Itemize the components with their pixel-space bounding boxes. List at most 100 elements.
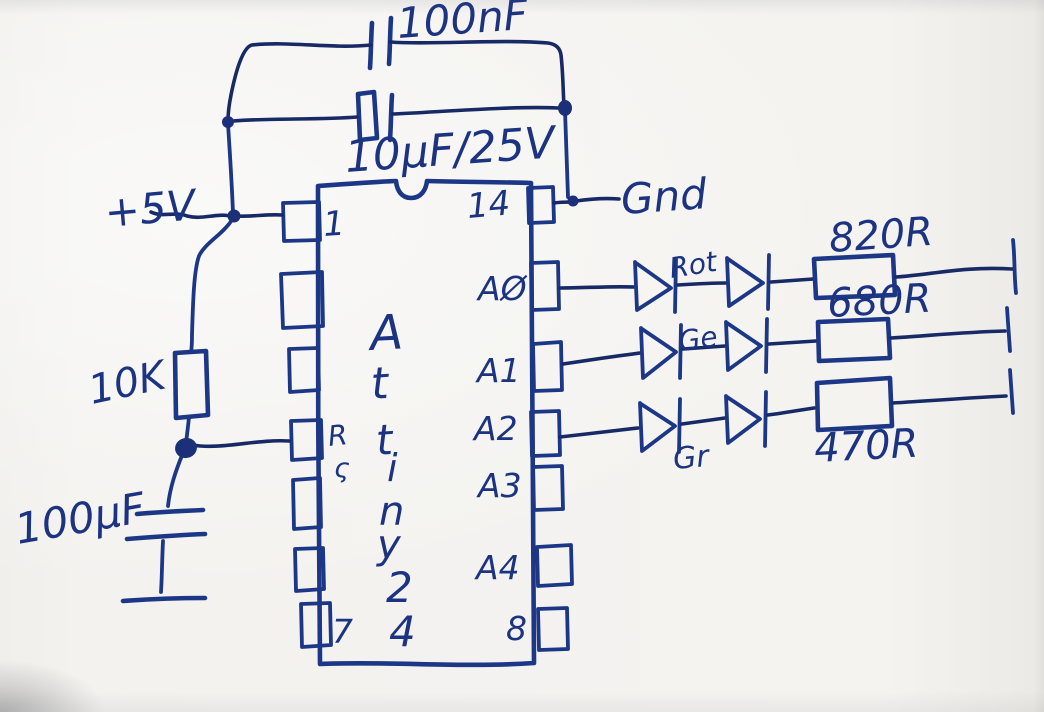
ic-name: A t t i n y 2 4 — [366, 304, 416, 656]
ic-pin-a1-label: A1 — [475, 351, 521, 390]
led-row2-label: Ge — [676, 320, 719, 358]
wire-100nf-left — [226, 42, 373, 123]
ic-pin-a1-box — [531, 340, 564, 393]
cap-10uf: 10µF/25V — [343, 89, 559, 183]
diode-symbol-row1-b-bar — [766, 253, 771, 311]
cap-100uf-top-plate — [134, 507, 206, 517]
junction-dot-vcc — [227, 209, 241, 223]
wire-row1-out — [894, 266, 1014, 279]
terminal-row2 — [1005, 306, 1012, 353]
junction-dot-gnd — [567, 195, 579, 207]
cap-10uf-neg-plate — [387, 92, 395, 143]
ic-name-char-i: i — [387, 446, 398, 490]
resistor-820r-body — [811, 252, 898, 301]
wire-node-to-reset-pin — [190, 438, 291, 449]
diode-symbol-row2-a-triangle — [639, 326, 678, 380]
ic-pin-4-reset-box — [289, 418, 324, 462]
ic-pin-a3-label: A3 — [476, 466, 522, 505]
wire-left-rail — [226, 122, 235, 216]
ic-pin-3-box — [287, 346, 321, 394]
resistor-820r-label: 820R — [827, 209, 934, 262]
led-row-3: Gr 470R — [558, 368, 1015, 477]
wire-vcc-stub — [149, 210, 232, 220]
ic-pin-7-label: 7 — [332, 612, 353, 651]
diode-symbol-row2-b-bar — [764, 317, 769, 374]
cap-100uf: 100µF — [11, 483, 208, 604]
wire-10uf-right — [391, 105, 560, 116]
wire-row1-mid — [676, 281, 728, 287]
diode-symbol-row2-a-bar — [678, 323, 683, 380]
vcc-label: +5V — [103, 180, 201, 237]
junction-dot-reset — [175, 437, 197, 459]
ic-pin-7-box — [299, 601, 333, 649]
ic-pin-reset-label-r: R — [326, 418, 349, 453]
junction-dot-left-caps — [222, 116, 234, 128]
ic-name-char-t2: t — [374, 415, 395, 465]
wire-row3-out — [891, 394, 1008, 405]
resistor-10k-label: 10K — [85, 352, 173, 414]
ic-name-char-4: 4 — [389, 607, 416, 656]
cap-10uf-pos-plate — [355, 89, 380, 143]
diode-symbol-row1-b-triangle — [725, 256, 765, 308]
ic-body — [315, 178, 537, 668]
ic-pin-a2-box — [529, 409, 562, 458]
resistor-470r-body — [814, 375, 895, 433]
terminal-row3 — [1008, 368, 1015, 415]
cap-100uf-stem — [159, 539, 165, 594]
resistor-680r-label: 680R — [826, 276, 932, 327]
wire-node-to-100uf — [166, 451, 185, 508]
ic-pin-a2-label: A2 — [472, 409, 518, 448]
cap-100nf: 100nF — [367, 0, 530, 71]
diode-symbol-row3-b-bar — [763, 390, 768, 448]
led-row-1: Rot 820R — [558, 209, 1018, 314]
wire-row3-to-resistor — [766, 406, 816, 417]
ic-pin-14-label: 14 — [465, 183, 512, 227]
junction-dot-right-caps — [558, 100, 572, 116]
ic: 1 14 AØ A1 A2 A3 A 4 8 7 R ς A t t i n y … — [279, 178, 574, 668]
wire-row2-to-resistor — [767, 339, 818, 346]
resistor-10k: 10K — [85, 348, 211, 421]
diode-symbol-row1-a-triangle — [633, 260, 673, 312]
ic-pin-1-label: 1 — [322, 204, 346, 245]
ic-pin-1-box — [281, 200, 322, 243]
wire-a1-to-led — [561, 351, 642, 366]
ic-name-char-n: n — [379, 489, 404, 535]
cap-100uf-label: 100µF — [11, 483, 149, 554]
wire-vcc-to-10k — [189, 218, 234, 354]
wire-row1-to-resistor — [769, 277, 815, 284]
wire-row2-out — [889, 329, 1007, 340]
wire-100nf-right — [388, 39, 566, 108]
diode-symbol-row1-a-bar — [673, 257, 678, 314]
ic-pin-a0-label: AØ — [476, 269, 528, 308]
resistor-10k-body — [172, 348, 211, 421]
gnd-label: Gnd — [619, 169, 708, 224]
ic-pin-8-label: 8 — [506, 609, 527, 648]
resistor-680r-body — [815, 316, 893, 364]
ic-pin-a0-box — [529, 260, 561, 312]
wire-gnd-rail — [563, 108, 570, 199]
diode-symbol-row3-b-triangle — [724, 394, 762, 445]
wire-row2-mid — [681, 344, 727, 351]
wire-gnd-label-stub — [574, 196, 621, 203]
ground-symbol — [120, 595, 208, 604]
diode-symbol-row3-a-triangle — [638, 401, 677, 453]
wire-row3-mid — [680, 416, 727, 426]
led-row-2: Ge 680R — [561, 276, 1012, 380]
ic-pin-14-box — [526, 185, 556, 225]
terminal-row1 — [1011, 238, 1018, 295]
wire-a2-to-led — [558, 426, 640, 439]
cap-100uf-bottom-plate — [124, 531, 208, 542]
ic-pin-reset-label-s: ς — [334, 453, 350, 484]
ic-name-char-A: A — [366, 304, 405, 362]
ic-name-char-2: 2 — [386, 563, 413, 612]
led-row1-label: Rot — [667, 245, 720, 285]
ic-pin-8-box — [536, 606, 570, 652]
ic-pin-5-box — [291, 476, 323, 531]
diode-symbol-row2-b-triangle — [724, 320, 763, 372]
ic-name-char-t1: t — [369, 358, 392, 410]
ic-pin-2-box — [279, 270, 325, 330]
wire-vcc-to-pin1 — [234, 212, 284, 219]
wire-a0-to-led — [558, 284, 636, 290]
